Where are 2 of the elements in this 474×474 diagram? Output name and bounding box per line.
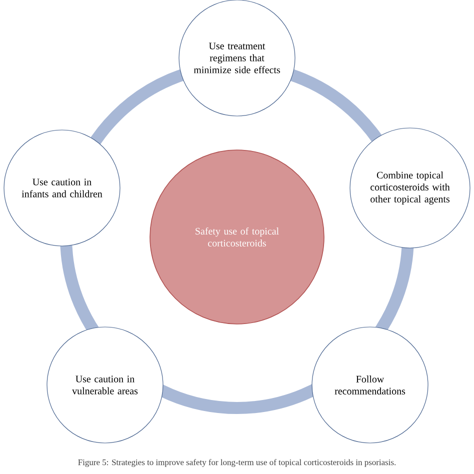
node-label: Combine topical corticosteroids with other topical agents — [370, 172, 450, 204]
caption: Figure 5: Strategies to improve safety for long-term use of topical corticosteroids in psoriasis. — [78, 459, 396, 467]
